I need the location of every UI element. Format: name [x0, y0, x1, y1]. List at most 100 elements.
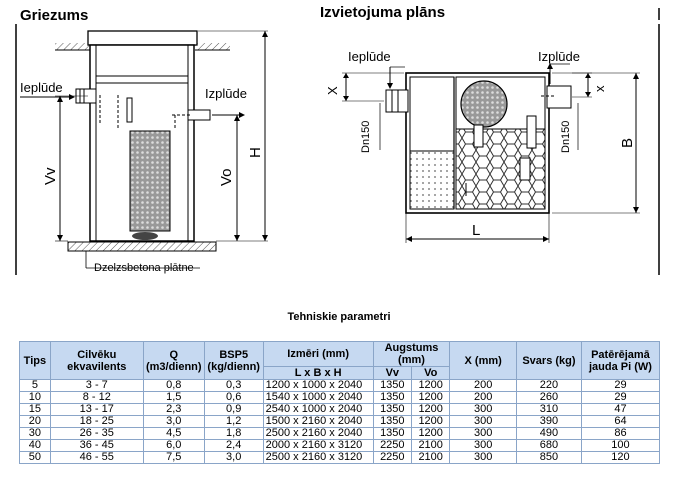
cell-izmeri: 1200 x 1000 x 2040 — [262, 379, 374, 392]
cell-x: 300 — [449, 403, 517, 416]
h-label: H — [247, 147, 264, 158]
params-title: Tehniskie parametri — [287, 311, 391, 323]
col-vv: Vv — [372, 366, 413, 380]
cell-izmeri: 2500 x 2160 x 2040 — [262, 427, 374, 440]
cell-bsp: 2,4 — [203, 439, 264, 452]
cell-jauda: 64 — [580, 415, 661, 428]
cell-x: 300 — [449, 451, 517, 464]
cell-vv: 2250 — [372, 439, 413, 452]
plan-outlet-label: Izplūde — [538, 49, 580, 64]
cell-jauda: 29 — [580, 391, 661, 404]
cell-tips: 20 — [19, 415, 51, 428]
cell-bsp: 1,2 — [203, 415, 264, 428]
cell-x: 300 — [449, 439, 517, 452]
cell-vo: 2100 — [410, 451, 451, 464]
cell-cilveki: 36 - 45 — [49, 439, 144, 452]
cell-vv: 1350 — [372, 427, 413, 440]
cell-svars: 220 — [515, 379, 582, 392]
plan-title: Izvietojuma plāns — [320, 4, 446, 21]
col-bsp: BSP5 (kg/dienn) — [203, 341, 264, 380]
cell-tips: 15 — [19, 403, 51, 416]
b-label: B — [619, 137, 636, 148]
vo-label: Vo — [218, 168, 235, 186]
cell-vo: 1200 — [410, 403, 451, 416]
cell-q: 0,8 — [142, 379, 205, 392]
cell-x: 300 — [449, 427, 517, 440]
section-drawing — [20, 30, 268, 269]
dn-right-label: Dn150 — [560, 120, 572, 153]
cell-jauda: 100 — [580, 439, 661, 452]
params-table: Tips Cilvēku ekvavilents Q (m3/dienn) BS… — [19, 341, 661, 464]
x-right-label: x — [592, 85, 607, 93]
cell-svars: 850 — [515, 451, 582, 464]
cell-x: 200 — [449, 391, 517, 404]
cell-bsp: 0,6 — [203, 391, 264, 404]
cell-vo: 1200 — [410, 391, 451, 404]
section-inlet-label: Ieplūde — [20, 80, 63, 95]
cell-vv: 1350 — [372, 403, 413, 416]
cell-vo: 1200 — [410, 379, 451, 392]
col-izmeri: Izmēri (mm) — [262, 341, 374, 367]
cell-vv: 2250 — [372, 451, 413, 464]
cell-jauda: 29 — [580, 379, 661, 392]
col-vo: Vo — [410, 366, 451, 380]
cell-vo: 1200 — [410, 415, 451, 428]
x-left-label: X — [325, 86, 340, 95]
cell-tips: 50 — [19, 451, 51, 464]
dn-left-label: Dn150 — [360, 120, 372, 153]
cell-svars: 310 — [515, 403, 582, 416]
cell-cilveki: 3 - 7 — [49, 379, 144, 392]
cell-bsp: 0,9 — [203, 403, 264, 416]
cell-q: 6,0 — [142, 439, 205, 452]
cell-vo: 2100 — [410, 439, 451, 452]
vv-label: Vv — [42, 167, 59, 185]
cell-izmeri: 1500 x 2160 x 2040 — [262, 415, 374, 428]
cell-vo: 1200 — [410, 427, 451, 440]
cell-q: 7,5 — [142, 451, 205, 464]
cell-izmeri: 1540 x 1000 x 2040 — [262, 391, 374, 404]
cell-tips: 5 — [19, 379, 51, 392]
technical-drawings — [15, 8, 660, 275]
col-cilveku: Cilvēku ekvavilents — [49, 341, 144, 380]
plan-drawing — [342, 63, 640, 243]
base-plate-label: Dzelzsbetona plātne — [94, 262, 194, 274]
cell-bsp: 0,3 — [203, 379, 264, 392]
cell-q: 3,0 — [142, 415, 205, 428]
cell-vv: 1350 — [372, 379, 413, 392]
plan-inlet-label: Ieplūde — [348, 49, 391, 64]
col-augstums: Augstums (mm) — [372, 341, 451, 367]
col-x: X (mm) — [449, 341, 517, 380]
cell-q: 4,5 — [142, 427, 205, 440]
cell-izmeri: 2000 x 2160 x 3120 — [262, 439, 374, 452]
cell-svars: 390 — [515, 415, 582, 428]
cell-jauda: 47 — [580, 403, 661, 416]
cell-tips: 10 — [19, 391, 51, 404]
cell-vv: 1350 — [372, 415, 413, 428]
cell-izmeri: 2500 x 2160 x 3120 — [262, 451, 374, 464]
cell-bsp: 1,8 — [203, 427, 264, 440]
col-izmeri-sub: L x B x H — [262, 366, 374, 380]
cell-svars: 490 — [515, 427, 582, 440]
col-tips: Tips — [19, 341, 51, 380]
col-jauda: Patērējamā jauda Pi (W) — [580, 341, 661, 380]
cell-svars: 260 — [515, 391, 582, 404]
section-title: Griezums — [20, 7, 89, 24]
cell-bsp: 3,0 — [203, 451, 264, 464]
cell-tips: 40 — [19, 439, 51, 452]
cell-svars: 680 — [515, 439, 582, 452]
cell-cilveki: 18 - 25 — [49, 415, 144, 428]
cell-cilveki: 46 - 55 — [49, 451, 144, 464]
section-outlet-label: Izplūde — [205, 86, 247, 101]
l-label: L — [472, 222, 481, 239]
cell-jauda: 120 — [580, 451, 661, 464]
cell-cilveki: 13 - 17 — [49, 403, 144, 416]
cell-q: 1,5 — [142, 391, 205, 404]
cell-q: 2,3 — [142, 403, 205, 416]
cell-jauda: 86 — [580, 427, 661, 440]
cell-vv: 1350 — [372, 391, 413, 404]
